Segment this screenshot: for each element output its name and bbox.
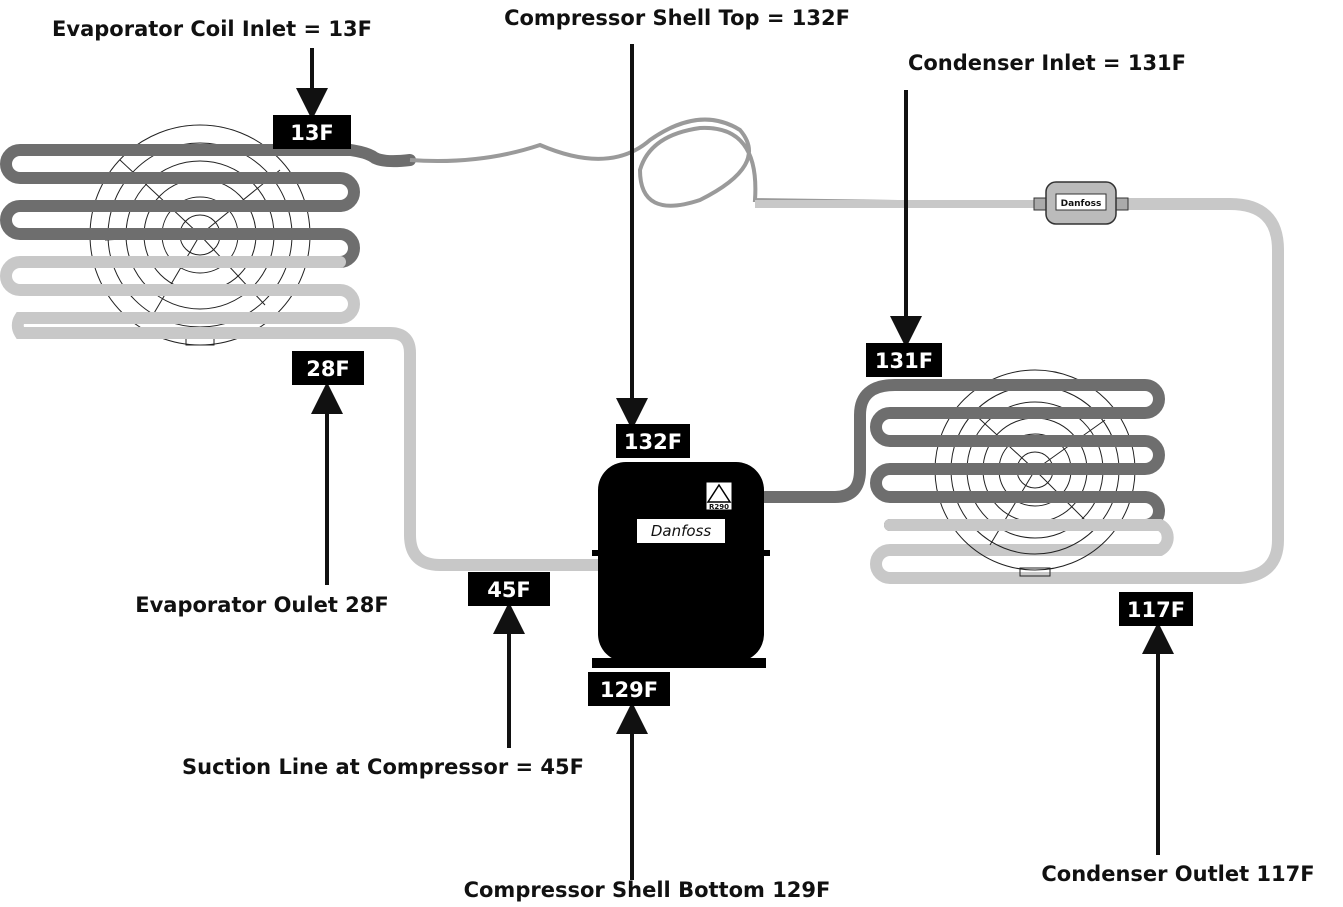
badge-cond-outlet: 117F	[1119, 592, 1193, 626]
badge-suction-text: 45F	[487, 578, 531, 602]
badge-suction: 45F	[468, 572, 550, 606]
compressor-brand-label: Danfoss	[651, 522, 712, 540]
badge-comp-bottom-text: 129F	[600, 678, 658, 702]
badge-evap-outlet-text: 28F	[306, 357, 350, 381]
label-evap-outlet: Evaporator Oulet 28F	[135, 593, 389, 617]
badge-comp-bottom: 129F	[588, 672, 670, 706]
capillary-tube	[409, 117, 1041, 208]
badge-cond-outlet-text: 117F	[1127, 598, 1185, 622]
badge-cond-inlet-text: 131F	[875, 349, 933, 373]
label-evap-inlet: Evaporator Coil Inlet = 13F	[52, 17, 372, 41]
condenser-coil	[759, 379, 1174, 556]
label-comp-top: Compressor Shell Top = 132F	[504, 6, 850, 30]
evaporator-coil	[0, 144, 604, 571]
filter-drier: Danfoss	[1033, 181, 1129, 225]
badge-comp-top-text: 132F	[624, 430, 682, 454]
refrigerant-warning-icon	[705, 481, 733, 511]
badge-cond-inlet: 131F	[866, 343, 942, 377]
label-cond-outlet: Condenser Outlet 117F	[1041, 862, 1314, 886]
drier-brand-label: Danfoss	[1061, 199, 1102, 209]
arrows	[296, 44, 1174, 880]
badge-evap-inlet-text: 13F	[290, 121, 334, 145]
badge-evap-inlet: 13F	[273, 115, 351, 149]
badge-comp-top: 132F	[616, 424, 690, 458]
label-cond-inlet: Condenser Inlet = 131F	[908, 51, 1186, 75]
label-suction: Suction Line at Compressor = 45F	[182, 755, 584, 779]
compressor: Danfoss R290	[592, 462, 770, 668]
badge-evap-outlet: 28F	[292, 351, 364, 385]
label-comp-bottom: Compressor Shell Bottom 129F	[464, 878, 831, 902]
refrigerant-label: R290	[709, 503, 729, 511]
